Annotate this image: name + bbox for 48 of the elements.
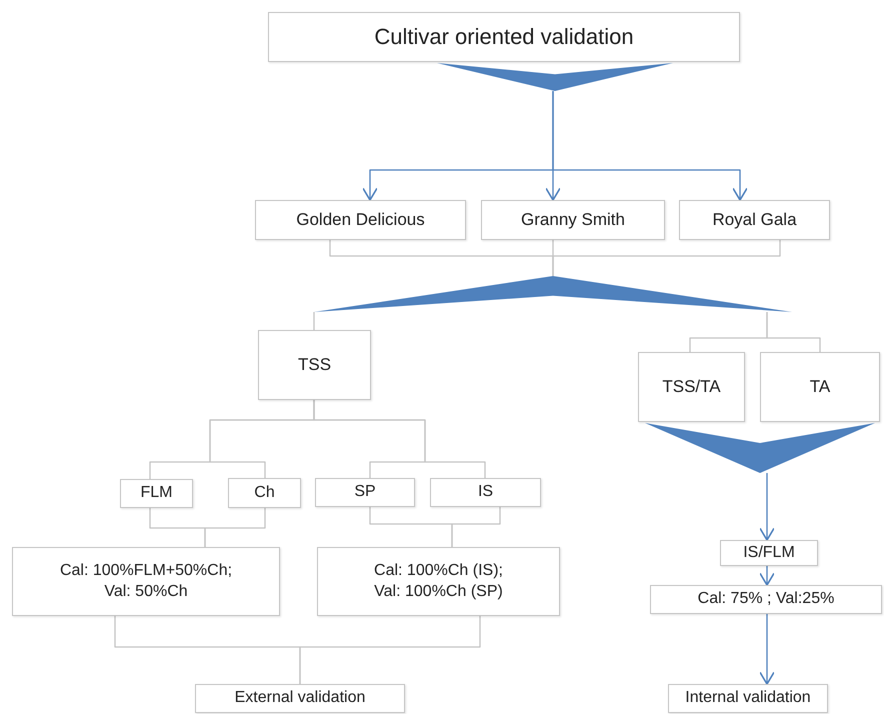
process-box: [720, 540, 818, 566]
process-box: [195, 684, 405, 713]
box-label: Cal: 75% ; Val:25%: [698, 589, 834, 610]
process-box: [255, 200, 466, 240]
process-box: [481, 200, 665, 240]
process-box: [668, 684, 828, 713]
process-box: [315, 478, 415, 507]
arrow: [759, 614, 775, 685]
box-label: External validation: [234, 688, 366, 708]
box-label: Royal Gala: [712, 208, 797, 231]
box-label: IS/FLM: [743, 542, 795, 563]
process-box: [228, 478, 301, 508]
box-label: IS: [478, 482, 494, 502]
box-label: Cal: 100%FLM+50%Ch; Val: 50%Ch: [58, 560, 234, 602]
box-label: TA: [810, 376, 830, 398]
process-box: [760, 352, 880, 422]
connector-line: [204, 508, 266, 547]
process-box: [268, 12, 740, 62]
chevron-shape: [314, 276, 792, 312]
chevron-shape: [645, 423, 875, 473]
connector-line: [313, 400, 486, 478]
process-box: [638, 352, 745, 422]
box-label: TSS/TA: [662, 376, 721, 398]
arrow: [759, 566, 775, 586]
chevron-shape: [437, 63, 673, 91]
process-box: [430, 478, 541, 507]
box-label: FLM: [140, 483, 172, 504]
connector-line: [313, 312, 315, 330]
arrow: [759, 473, 775, 541]
box-label: Internal validation: [685, 688, 811, 708]
box-label: Cal: 100%Ch (IS); Val: 100%Ch (SP): [373, 560, 504, 602]
connector-line: [552, 240, 781, 276]
process-box: [258, 330, 371, 400]
box-label: Ch: [254, 482, 275, 503]
box-label: TSS: [298, 354, 332, 376]
box-label: Granny Smith: [521, 208, 625, 231]
box-label: Cultivar oriented validation: [374, 22, 634, 51]
process-box: [679, 200, 830, 240]
arrow: [552, 91, 748, 201]
box-label: SP: [354, 482, 376, 502]
process-box: [317, 547, 560, 616]
connector-line: [299, 616, 481, 684]
box-label: Golden Delicious: [296, 208, 425, 231]
process-box: [650, 585, 882, 614]
process-box: [120, 479, 193, 508]
process-box: [12, 547, 280, 616]
connector-line: [451, 507, 501, 547]
connector-line: [766, 312, 821, 352]
